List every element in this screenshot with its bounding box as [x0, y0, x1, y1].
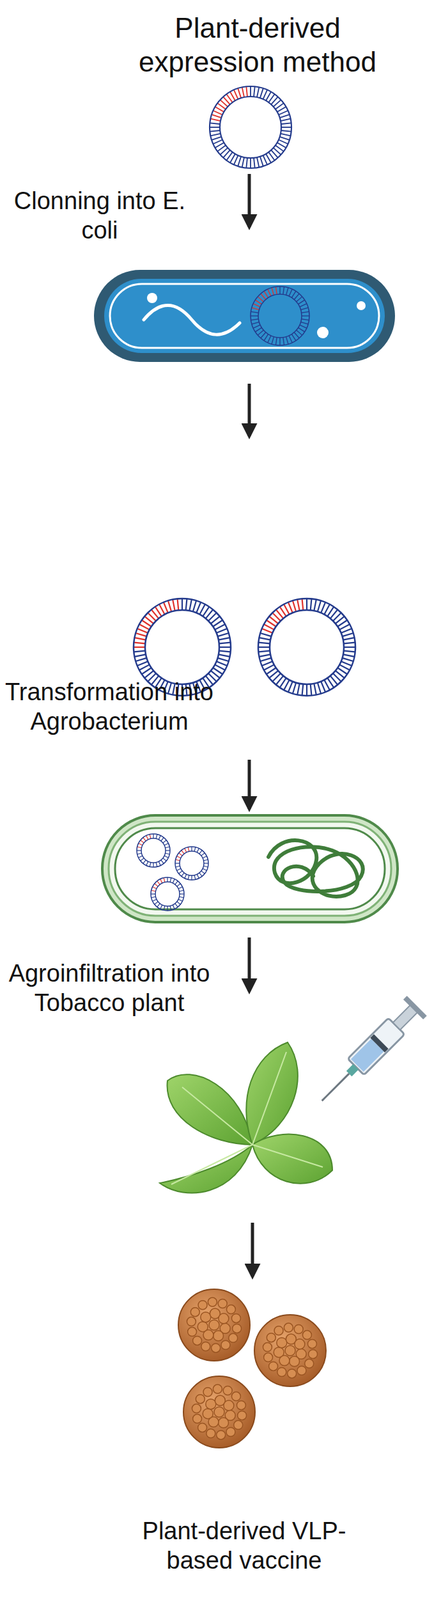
tobacco-leaves	[159, 1041, 333, 1193]
step-label: Transformation into Agrobacterium	[3, 677, 215, 736]
vlp-particles	[178, 1288, 326, 1448]
plasmid	[136, 833, 171, 867]
plasmid	[175, 846, 209, 880]
plasmid	[209, 86, 292, 169]
step-label: Agroinfiltration into Tobacco plant	[3, 958, 215, 1017]
plasmid	[250, 286, 310, 346]
ecoli-cell	[93, 269, 396, 362]
step-label: Clonning into E. coli	[3, 186, 196, 245]
agrobacterium-cell	[102, 814, 398, 922]
plasmid	[258, 598, 356, 696]
output-label: Plant-derived VLP-based vaccine	[109, 1516, 379, 1575]
diagram-title: Plant-derived expression method	[110, 11, 405, 80]
plasmid	[150, 876, 185, 911]
syringe	[311, 995, 427, 1111]
